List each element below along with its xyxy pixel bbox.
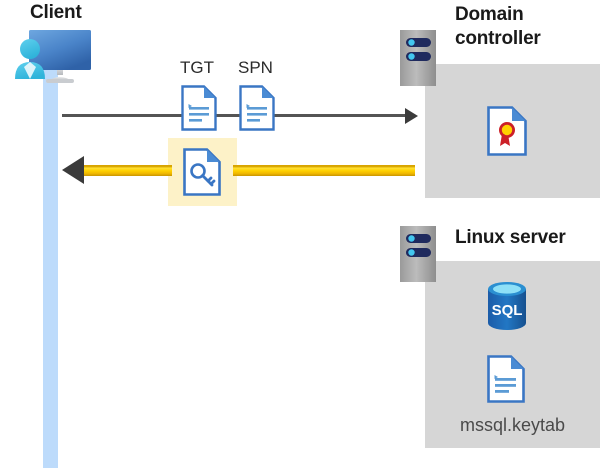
certificate-document-icon	[487, 106, 527, 156]
tgt-document-icon	[181, 85, 217, 131]
domain-controller-title: Domain controller	[455, 3, 595, 51]
domain-controller-title-line1: Domain	[455, 4, 524, 25]
domain-controller-server-icon	[400, 30, 436, 86]
tgt-label: TGT	[180, 58, 214, 77]
client-computer-icon	[8, 26, 104, 88]
spn-document-icon	[239, 85, 275, 131]
linux-server-icon	[400, 226, 436, 282]
keytab-filename-label: mssql.keytab	[459, 415, 566, 435]
linux-server-title: Linux server	[455, 227, 566, 248]
request-arrow-head	[405, 108, 418, 124]
key-document-icon	[183, 148, 221, 196]
svg-text:SQL: SQL	[492, 302, 523, 319]
client-title: Client	[30, 2, 82, 23]
response-arrow-line-left	[82, 165, 172, 176]
response-arrow-line-right	[233, 165, 415, 176]
keytab-document-icon	[487, 355, 525, 403]
response-arrow-head	[62, 156, 84, 184]
domain-controller-title-line2: controller	[455, 28, 541, 49]
request-arrow-line	[62, 114, 407, 117]
client-lifeline	[43, 60, 58, 468]
spn-label: SPN	[238, 58, 273, 77]
sql-database-icon: SQL	[485, 281, 529, 331]
